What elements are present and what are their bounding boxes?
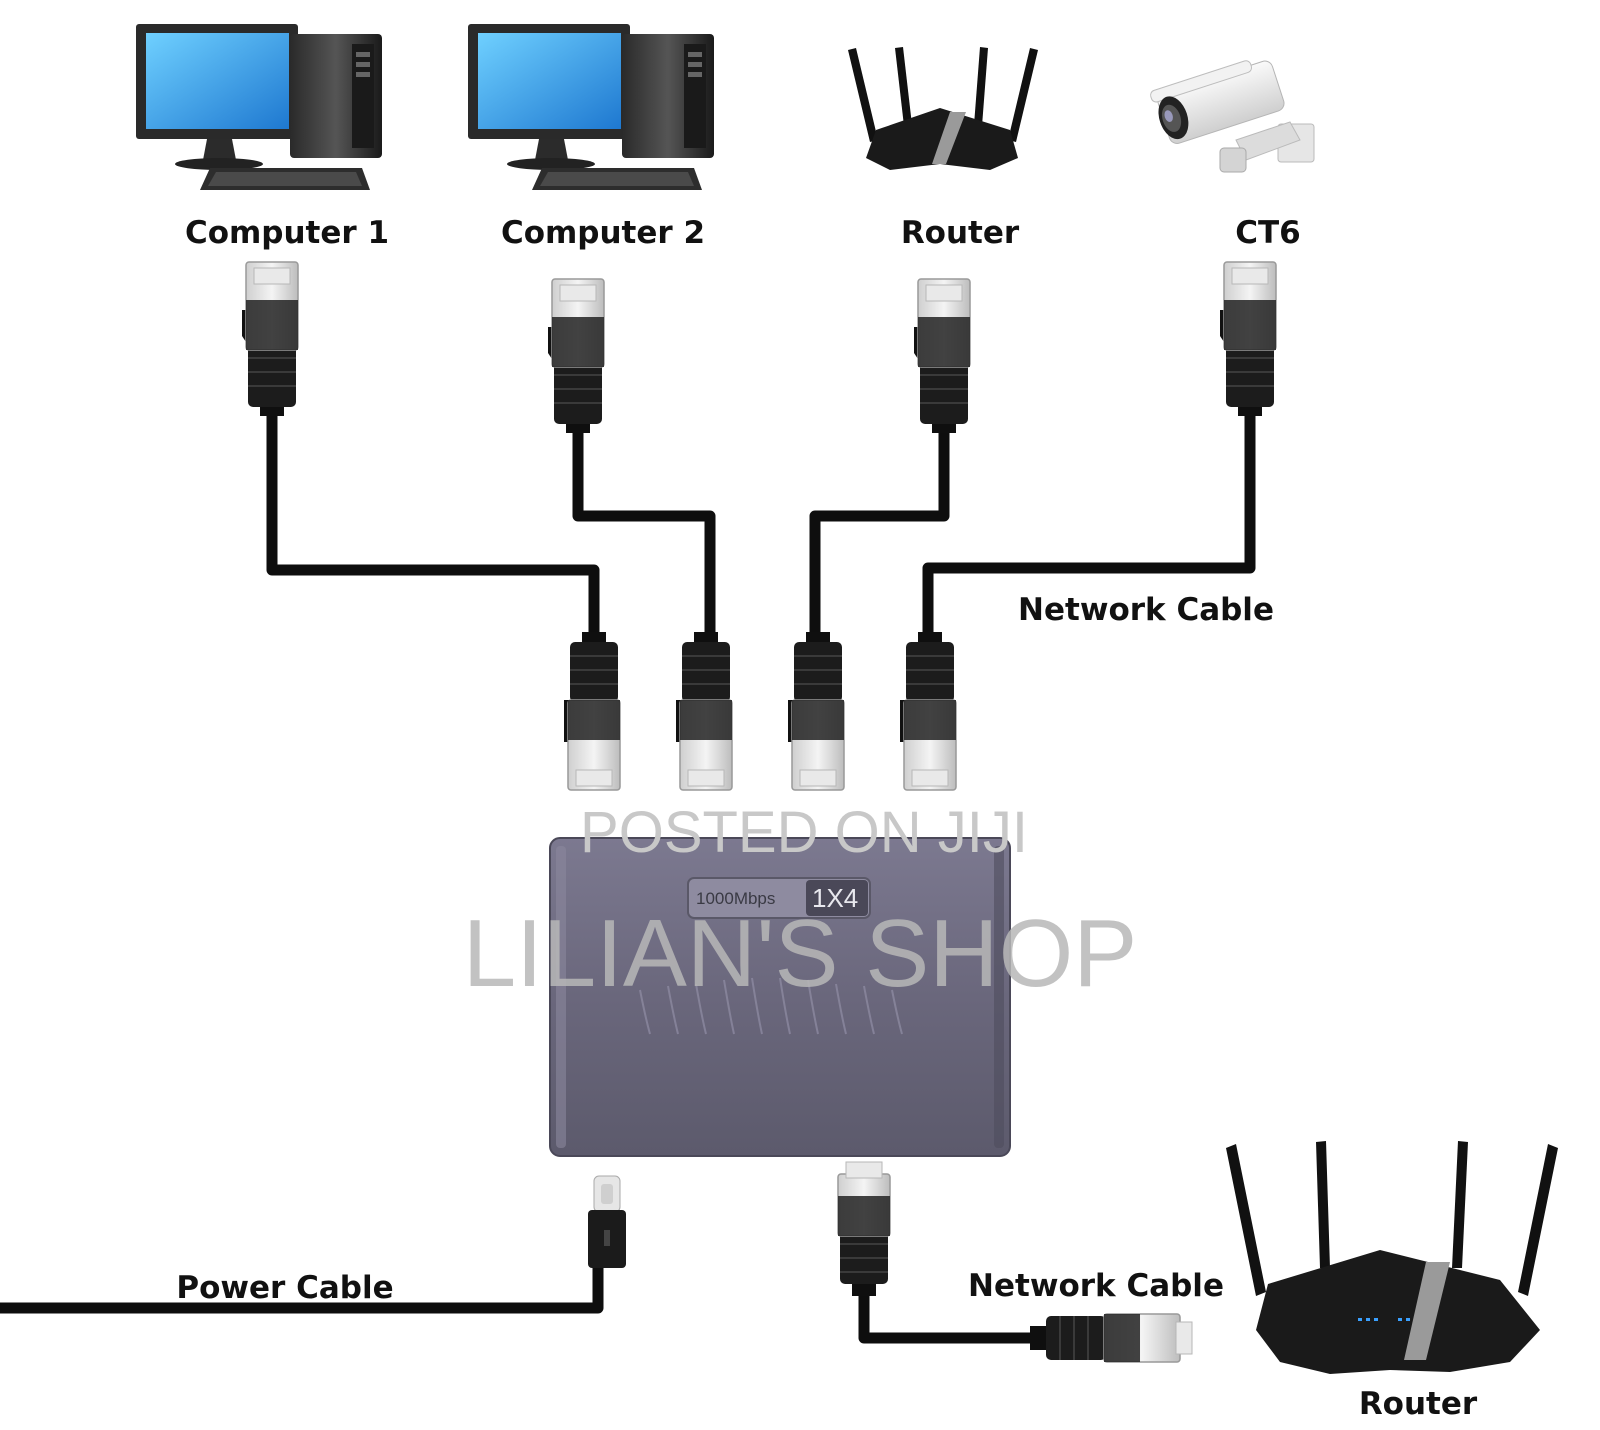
switch-vents xyxy=(639,977,903,1035)
watermark-line-1: POSTED ON JIJI xyxy=(580,800,1028,865)
computer-2-label: Computer 2 xyxy=(501,215,705,251)
plug-top-1 xyxy=(242,261,299,416)
camera-icon xyxy=(1150,60,1315,173)
plug-uplink-horizontal xyxy=(1030,1313,1193,1363)
plug-top-2 xyxy=(548,278,605,433)
camera-label: CT6 xyxy=(1235,215,1300,251)
watermark-line-2: LILIAN'S SHOP xyxy=(463,900,1138,1007)
cable-uplink xyxy=(858,1290,1035,1344)
switch-speed-label: 1000Mbps xyxy=(696,889,775,908)
power-cable-line xyxy=(0,1260,604,1314)
plug-switch-2 xyxy=(676,632,733,791)
network-cables xyxy=(266,410,1256,1344)
router-bottom-icon xyxy=(1226,1141,1558,1374)
router-bottom-label: Router xyxy=(1359,1386,1478,1422)
plug-switch-3 xyxy=(788,632,845,791)
cable-computer1 xyxy=(266,410,600,640)
computer-1-icon xyxy=(136,24,382,190)
plug-switch-1 xyxy=(564,632,621,791)
cable-camera xyxy=(922,410,1256,640)
plug-top-3 xyxy=(914,278,971,433)
cable-router-top xyxy=(809,425,950,640)
network-cable-top-label: Network Cable xyxy=(1018,592,1274,628)
network-cable-bottom-label: Network Cable xyxy=(968,1268,1224,1304)
plug-uplink-vertical xyxy=(837,1161,891,1296)
computer-2-icon xyxy=(468,24,714,190)
switch-badge: 1000Mbps 1X4 xyxy=(687,877,871,919)
plug-switch-4 xyxy=(900,632,957,791)
computer-1-label: Computer 1 xyxy=(185,215,389,251)
splitter-switch: 1000Mbps 1X4 xyxy=(549,837,1011,1157)
cable-computer2 xyxy=(572,425,716,640)
plug-top-4 xyxy=(1220,261,1277,416)
power-cable-label: Power Cable xyxy=(176,1270,393,1306)
router-top-icon xyxy=(848,47,1038,170)
power-plug-usb-c xyxy=(588,1175,626,1268)
router-top-label: Router xyxy=(901,215,1020,251)
switch-ports-label: 1X4 xyxy=(812,883,858,913)
